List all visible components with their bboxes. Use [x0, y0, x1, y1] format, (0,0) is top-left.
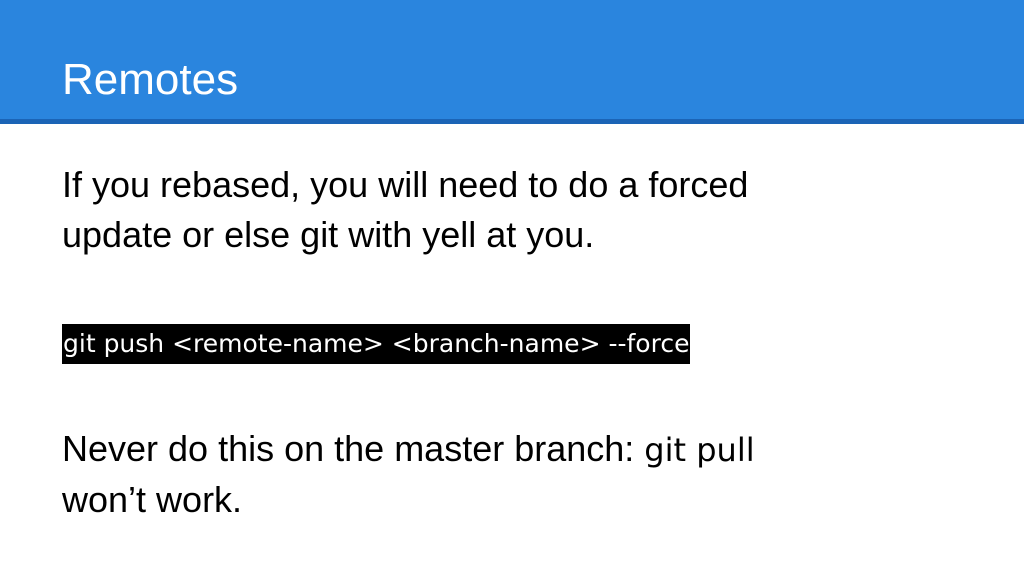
paragraph-line-2: update or else git with yell at you. — [62, 214, 595, 255]
slide-title: Remotes — [62, 55, 239, 104]
slide-body: If you rebased, you will need to do a fo… — [62, 160, 942, 525]
paragraph-warning: Never do this on the master branch: git … — [62, 424, 942, 525]
paragraph-rebase-note: If you rebased, you will need to do a fo… — [62, 160, 942, 260]
warning-text: Never do this on the master branch: — [62, 428, 645, 469]
command-line: git push <remote-name> <branch-name> --f… — [62, 324, 942, 364]
warning-text-end: won’t work. — [62, 479, 243, 520]
force-push-command: git push <remote-name> <branch-name> --f… — [62, 324, 691, 364]
slide-header: Remotes — [0, 0, 1024, 124]
paragraph-line-1: If you rebased, you will need to do a fo… — [62, 164, 749, 205]
inline-code-git-pull: git pull — [644, 431, 755, 469]
